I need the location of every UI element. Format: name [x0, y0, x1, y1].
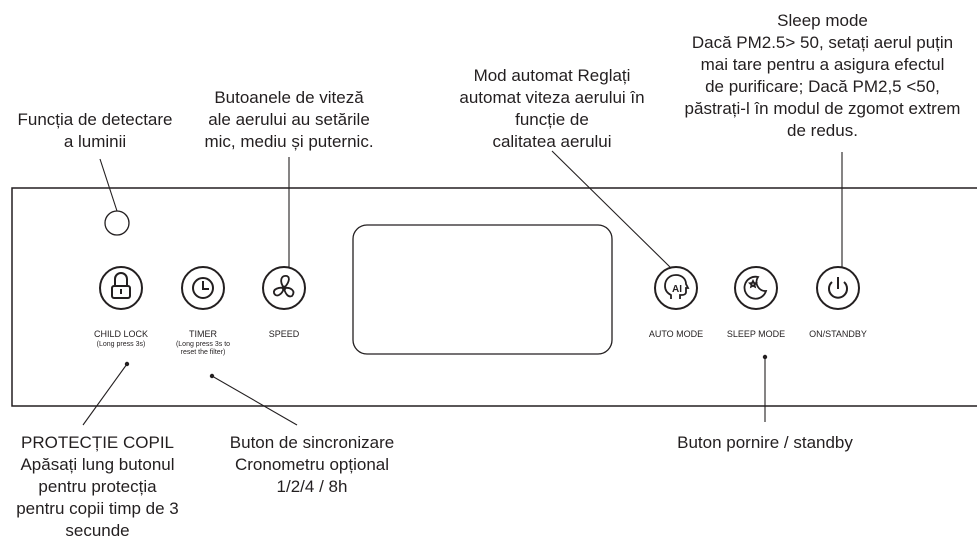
power-callout: Buton pornire / standby [677, 433, 853, 452]
timer-button[interactable] [181, 266, 225, 310]
speed-label: SPEED [268, 329, 300, 339]
leader-child [82, 363, 128, 426]
leader-light [99, 158, 118, 212]
display-screen [352, 224, 613, 355]
auto-mode-button[interactable]: AI [654, 266, 698, 310]
child-lock-callout: PROTECȚIE COPIL Apăsați lung butonul pen… [16, 433, 179, 540]
fan-icon [273, 275, 295, 298]
on-standby-label: ON/STANDBY [809, 329, 867, 339]
child-lock-button[interactable] [99, 266, 143, 310]
timer-sublabel: (Long press 3s to reset the filter) [175, 341, 231, 356]
moon-star-icon [743, 275, 768, 300]
child-lock-label: CHILD LOCK [93, 329, 148, 339]
control-panel [11, 187, 977, 407]
speed-callout: Butoanele de viteză ale aerului au setăr… [204, 88, 374, 151]
lock-icon [111, 272, 131, 299]
leader-timer [211, 375, 298, 426]
timer-label: TIMER [189, 329, 217, 339]
svg-text:AI: AI [672, 284, 682, 295]
sleep-mode-label: SLEEP MODE [726, 329, 786, 339]
auto-mode-callout: Mod automat Reglați automat viteza aerul… [459, 66, 645, 151]
child-lock-sublabel: (Long press 3s) [96, 341, 146, 348]
leader-auto [551, 150, 672, 269]
on-standby-button[interactable] [816, 266, 860, 310]
leader-lines [82, 150, 843, 426]
timer-callout: Buton de sincronizare Cronometru opționa… [229, 433, 395, 496]
sleep-mode-callout: Sleep mode Dacă PM2.5> 50, setați aerul … [684, 11, 961, 140]
light-sensor [104, 210, 130, 236]
ai-head-icon: AI [664, 274, 690, 299]
leader-dots [124, 354, 768, 379]
light-detection-callout: Funcția de detectare a luminii [17, 110, 173, 151]
sleep-mode-button[interactable] [734, 266, 778, 310]
auto-mode-label: AUTO MODE [648, 329, 704, 339]
power-icon [828, 277, 848, 299]
speed-button[interactable] [262, 266, 306, 310]
clock-icon [192, 277, 214, 299]
